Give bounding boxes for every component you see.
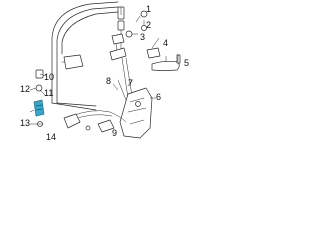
inside-handle xyxy=(109,10,148,61)
callout-9: 9 xyxy=(112,128,117,138)
callout-4: 4 xyxy=(163,38,168,48)
callout-7: 7 xyxy=(128,78,133,88)
door-switch xyxy=(35,69,44,92)
callout-8: 8 xyxy=(106,76,111,86)
outside-door-handle xyxy=(146,47,181,71)
callout-6: 6 xyxy=(156,92,161,102)
side-mirror xyxy=(61,54,84,70)
latch-cable xyxy=(71,110,127,123)
callout-14: 14 xyxy=(46,132,56,142)
callout-1: 1 xyxy=(146,4,151,14)
door-lock-striker-highlighted xyxy=(33,99,45,117)
callout-11: 11 xyxy=(44,88,53,98)
callout-13: 13 xyxy=(20,118,30,128)
callout-2: 2 xyxy=(146,20,151,30)
callout-labels: 1 2 3 4 5 6 7 8 9 10 11 12 13 14 xyxy=(20,4,189,142)
callout-12: 12 xyxy=(20,84,30,94)
latch-rods xyxy=(117,57,133,101)
callout-5: 5 xyxy=(184,58,189,68)
callout-10: 10 xyxy=(44,72,54,82)
door-frame xyxy=(51,1,119,111)
callout-3: 3 xyxy=(140,32,145,42)
fastener-bolt xyxy=(36,121,44,127)
door-latch-actuator xyxy=(119,87,153,139)
leader-lines xyxy=(29,7,179,125)
door-lock-parts-diagram: 1 2 3 4 5 6 7 8 9 10 11 12 13 14 xyxy=(20,1,189,142)
lower-linkage xyxy=(63,113,115,133)
